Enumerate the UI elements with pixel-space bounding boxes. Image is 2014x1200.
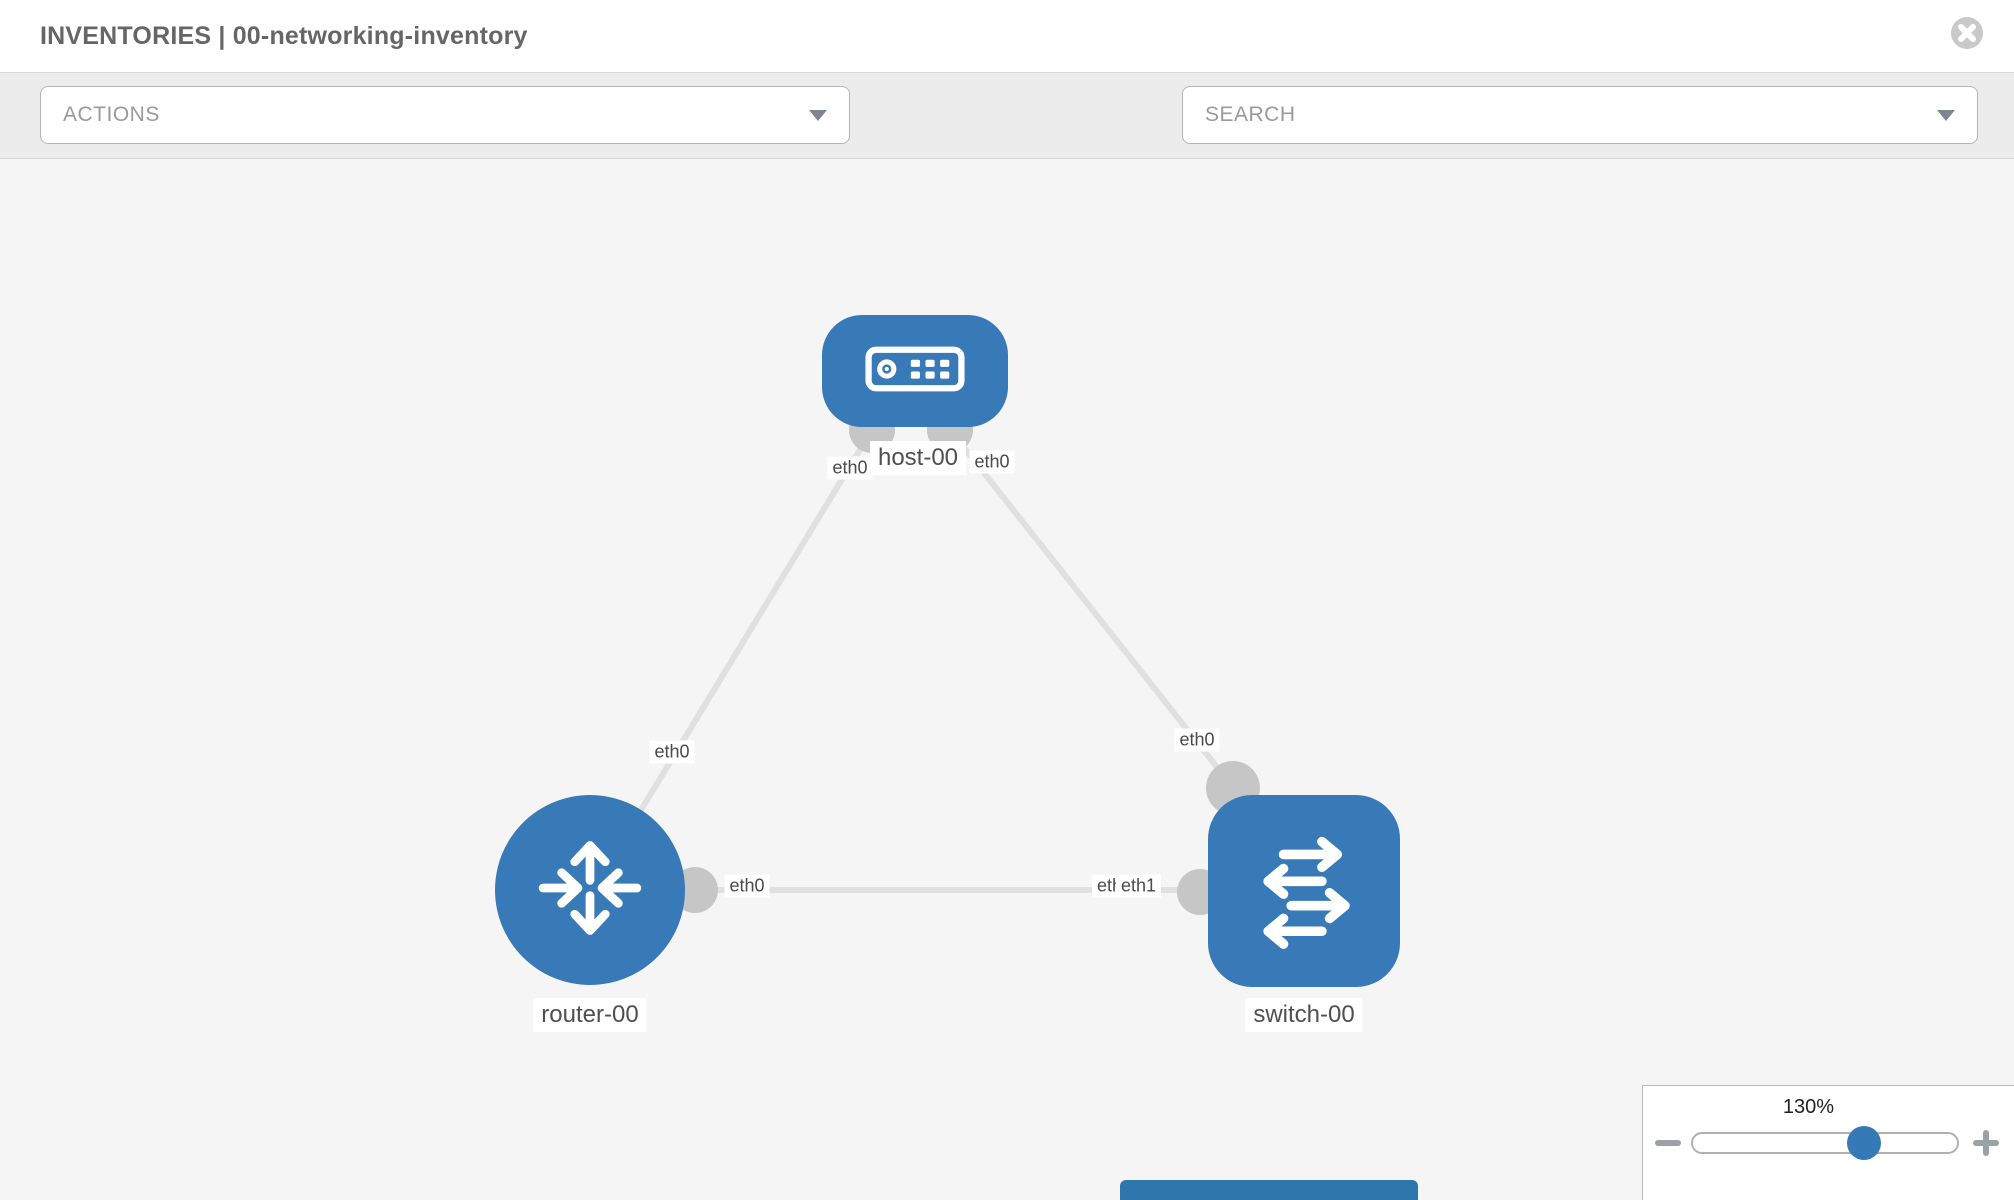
switch-arrows-icon bbox=[1240, 825, 1368, 958]
close-icon[interactable] bbox=[1950, 16, 1984, 50]
iface-label-host-eth0-right: eth0 bbox=[969, 450, 1015, 474]
search-placeholder: SEARCH bbox=[1205, 103, 1296, 126]
node-host-00[interactable] bbox=[822, 315, 1008, 427]
node-label-switch: switch-00 bbox=[1245, 998, 1363, 1032]
links-layer bbox=[638, 407, 1260, 915]
search-dropdown[interactable]: SEARCH bbox=[1182, 86, 1978, 144]
iface-label-router-eth0: eth0 bbox=[724, 874, 770, 898]
node-label-router: router-00 bbox=[533, 998, 647, 1032]
zoom-out-icon[interactable] bbox=[1655, 1140, 1681, 1146]
zoom-panel: 130% bbox=[1642, 1085, 2014, 1200]
server-icon bbox=[863, 346, 967, 397]
chevron-down-icon bbox=[809, 109, 827, 121]
node-switch-00[interactable] bbox=[1208, 795, 1400, 987]
zoom-slider-thumb[interactable] bbox=[1847, 1126, 1881, 1160]
actions-dropdown-label: ACTIONS bbox=[63, 103, 160, 126]
zoom-in-icon[interactable] bbox=[1973, 1130, 1999, 1156]
zoom-level: 130% bbox=[1782, 1096, 1835, 1118]
chevron-down-icon bbox=[1937, 109, 1955, 121]
iface-label-switch-eth1: eth1 bbox=[1116, 874, 1162, 898]
actions-dropdown[interactable]: ACTIONS bbox=[40, 86, 850, 144]
page-title: INVENTORIES | 00-networking-inventory bbox=[40, 21, 528, 50]
toolbar: ACTIONS SEARCH bbox=[0, 73, 2014, 203]
panel-header: INVENTORIES | 00-networking-inventory bbox=[0, 0, 2014, 73]
iface-label-router-eth0-up: eth0 bbox=[649, 740, 695, 764]
node-router-00[interactable] bbox=[495, 795, 685, 985]
router-arrows-icon bbox=[530, 828, 650, 953]
node-label-host: host-00 bbox=[869, 441, 967, 475]
topology-canvas[interactable]: host-00 router-00 switch-00 eth0 eth0 et… bbox=[0, 159, 2014, 1200]
iface-label-host-eth0-left: eth0 bbox=[827, 456, 873, 480]
offscreen-node-partial[interactable] bbox=[1120, 1180, 1418, 1200]
iface-label-switch-eth0-up: eth0 bbox=[1174, 728, 1220, 752]
zoom-slider-track[interactable] bbox=[1691, 1132, 1959, 1154]
